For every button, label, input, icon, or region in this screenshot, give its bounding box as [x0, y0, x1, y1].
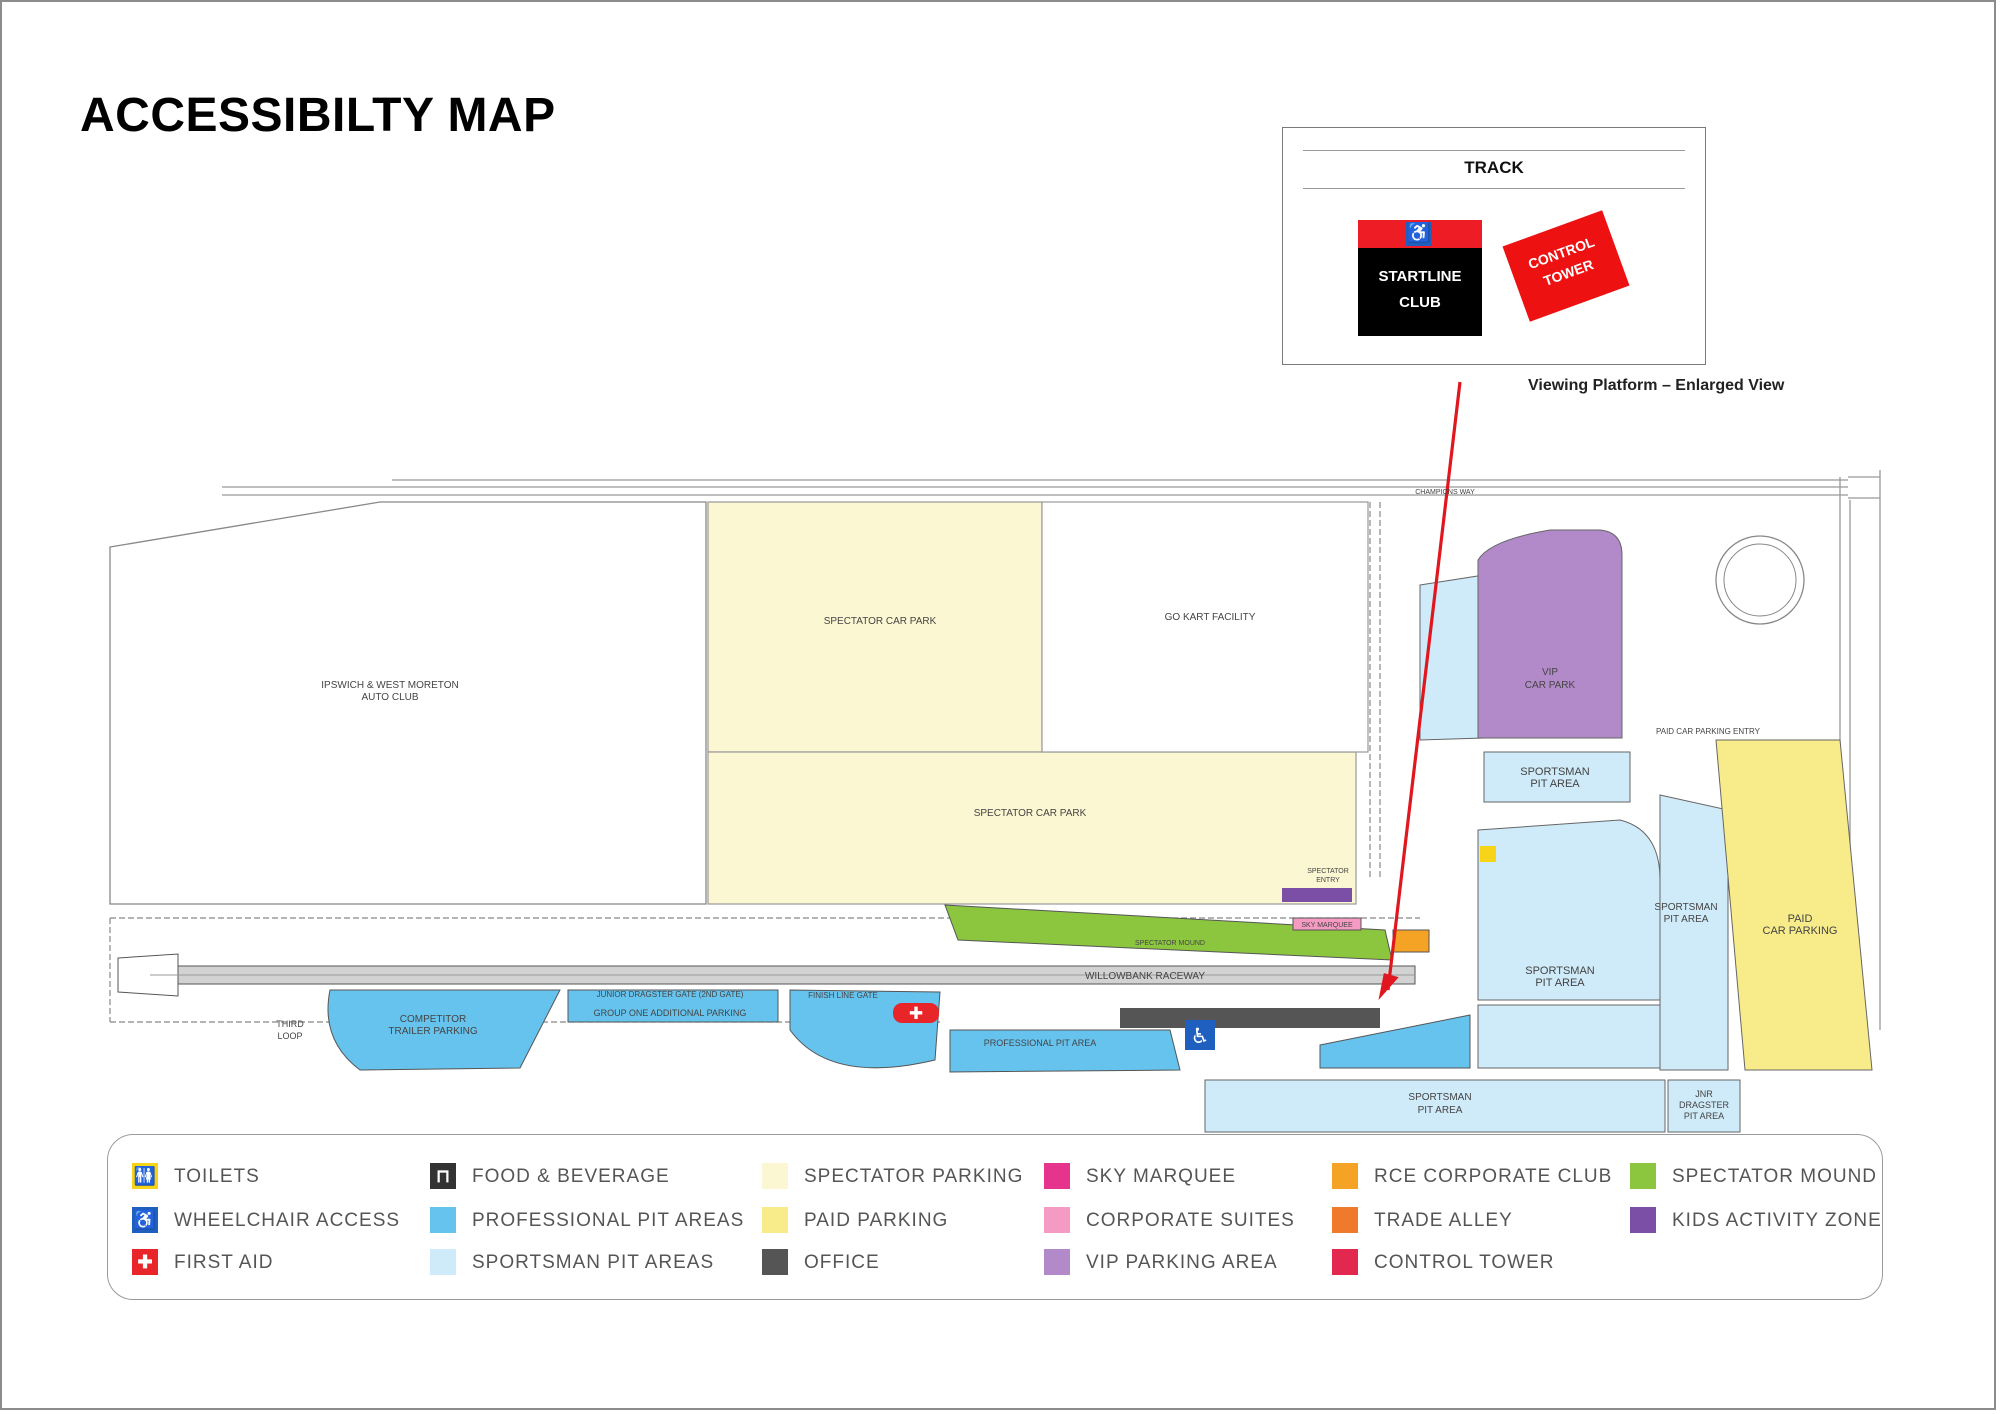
sportsman-pit-label: SPORTSMAN [1408, 1092, 1471, 1103]
drag-strip [117, 953, 1416, 997]
auto-club-area [109, 501, 707, 905]
spectator-mound-label: SPECTATOR MOUND [1135, 940, 1205, 947]
jnr-dragster-pit-label: JNR [1695, 1089, 1713, 1099]
track-label: TRACK [1464, 158, 1524, 177]
legend-swatch [1630, 1207, 1656, 1233]
professional-pit-label: PROFESSIONAL PIT AREA [984, 1038, 1097, 1048]
paid-car-parking-label: PAID [1788, 913, 1813, 925]
legend-swatch [1044, 1249, 1070, 1275]
paid-car-parking [1715, 739, 1873, 1071]
legend-label: SPECTATOR PARKING [804, 1166, 1024, 1187]
svg-text:✚: ✚ [909, 1004, 923, 1024]
spectator-car-park-label: SPECTATOR CAR PARK [824, 616, 937, 627]
professional-pit-areas [327, 989, 1471, 1073]
legend-label: SPORTSMAN PIT AREAS [472, 1252, 715, 1273]
legend-swatch [1332, 1249, 1358, 1275]
legend-swatch [1630, 1163, 1656, 1189]
legend-swatch [430, 1207, 456, 1233]
legend-swatch [762, 1163, 788, 1189]
legend-swatch [1044, 1163, 1070, 1189]
spectator-car-parks [707, 501, 1369, 905]
legend-swatch [762, 1249, 788, 1275]
legend-swatch [1332, 1163, 1358, 1189]
finish-line-gate-label: FINISH LINE GATE [808, 991, 878, 1000]
legend-label: VIP PARKING AREA [1086, 1252, 1278, 1273]
paid-car-parking-entry-label: PAID CAR PARKING ENTRY [1656, 727, 1761, 736]
legend-label: TRADE ALLEY [1374, 1210, 1513, 1231]
junior-dragster-gate-label: JUNIOR DRAGSTER GATE (2ND GATE) [597, 990, 744, 999]
legend-label: CORPORATE SUITES [1086, 1210, 1295, 1231]
wheelchair-icon: ♿ [1406, 222, 1432, 246]
spectator-mound [944, 904, 1430, 961]
legend-label: OFFICE [804, 1252, 880, 1273]
legend-label: SKY MARQUEE [1086, 1166, 1237, 1187]
legend-label: PAID PARKING [804, 1210, 949, 1231]
startline-club-block: ♿ STARTLINE CLUB [1358, 220, 1482, 336]
page-title: ACCESSIBILTY MAP [80, 89, 556, 142]
competitor-trailer-label: TRAILER PARKING [388, 1026, 477, 1037]
sportsman-pit-label: PIT AREA [1418, 1105, 1463, 1116]
auto-club-label-line-2: AUTO CLUB [361, 692, 418, 703]
legend-label: RCE CORPORATE CLUB [1374, 1166, 1613, 1187]
go-kart-label: GO KART FACILITY [1165, 612, 1256, 623]
legend-swatch [430, 1249, 456, 1275]
legend-label: FIRST AID [174, 1252, 274, 1273]
sportsman-pit-label: SPORTSMAN [1654, 902, 1717, 913]
legend-swatch [762, 1207, 788, 1233]
legend-swatch [1044, 1207, 1070, 1233]
willowbank-raceway-label: WILLOWBANK RACEWAY [1085, 971, 1205, 982]
startline-club-label: STARTLINE CLUB [1378, 268, 1462, 311]
legend-label: PROFESSIONAL PIT AREAS [472, 1210, 745, 1231]
third-loop-label: THIRD [276, 1019, 304, 1029]
sportsman-pit-label: SPORTSMAN [1520, 766, 1590, 778]
toilet-icon [1480, 846, 1496, 862]
sportsman-pit-label: SPORTSMAN [1525, 965, 1595, 977]
jnr-dragster-pit-label: DRAGSTER [1679, 1100, 1730, 1110]
toilet-icon: 🚻 [132, 1163, 158, 1189]
legend-label: FOOD & BEVERAGE [472, 1166, 670, 1187]
legend-label: SPECTATOR MOUND [1672, 1166, 1878, 1187]
pointer-arrow [1378, 381, 1462, 1001]
legend-swatch [1332, 1207, 1358, 1233]
first-aid-icon: ✚ [132, 1249, 158, 1275]
sportsman-pit-areas [1204, 574, 1741, 1133]
spectator-entry-label: SPECTATOR [1307, 868, 1349, 875]
legend-label: TOILETS [174, 1166, 260, 1187]
first-aid-icon [893, 1003, 939, 1023]
svg-text:♿: ♿ [1191, 1024, 1210, 1048]
viewing-platform-caption: Viewing Platform – Enlarged View [1528, 377, 1785, 394]
third-loop-label: LOOP [277, 1031, 302, 1041]
wheelchair-icon [1185, 1020, 1215, 1050]
office-block [1120, 1008, 1380, 1028]
champions-way-label: CHAMPIONS WAY [1415, 489, 1475, 496]
legend-label: CONTROL TOWER [1374, 1252, 1555, 1273]
sportsman-pit-label: PIT AREA [1535, 977, 1585, 989]
jnr-dragster-pit-label: PIT AREA [1684, 1111, 1724, 1121]
legend-label: KIDS ACTIVITY ZONE [1672, 1210, 1882, 1231]
auto-club-label-line-1: IPSWICH & WEST MORETON [321, 680, 458, 691]
vip-car-park-label-line-1: VIP [1542, 667, 1558, 678]
group-one-parking-label: GROUP ONE ADDITIONAL PARKING [594, 1008, 747, 1018]
viewing-platform-inset: TRACK ♿ STARTLINE CLUB CONTROL TOWER [1282, 127, 1706, 365]
food-beverage-icon: ⊓ [430, 1163, 456, 1189]
competitor-trailer-label: COMPETITOR [400, 1014, 466, 1025]
track-line-bottom [1303, 188, 1685, 189]
spectator-car-park-label: SPECTATOR CAR PARK [974, 808, 1087, 819]
kids-activity-zone [1282, 888, 1352, 902]
vip-car-park-label-line-2: CAR PARK [1525, 680, 1576, 691]
track-line-top [1303, 150, 1685, 151]
sportsman-pit-label: PIT AREA [1530, 778, 1580, 790]
map-legend: 🚻 TOILETS ♿ WHEELCHAIR ACCESS ✚ FIRST AID ⊓… [107, 1134, 1883, 1300]
sportsman-pit-label: PIT AREA [1664, 914, 1709, 925]
sky-marquee-label: SKY MARQUEE [1301, 922, 1353, 929]
paid-car-parking-label: CAR PARKING [1763, 925, 1838, 937]
vip-car-park [1477, 529, 1623, 739]
wheelchair-icon: ♿ [132, 1207, 158, 1233]
legend-label: WHEELCHAIR ACCESS [174, 1210, 401, 1231]
spectator-entry-label: ENTRY [1316, 877, 1340, 884]
